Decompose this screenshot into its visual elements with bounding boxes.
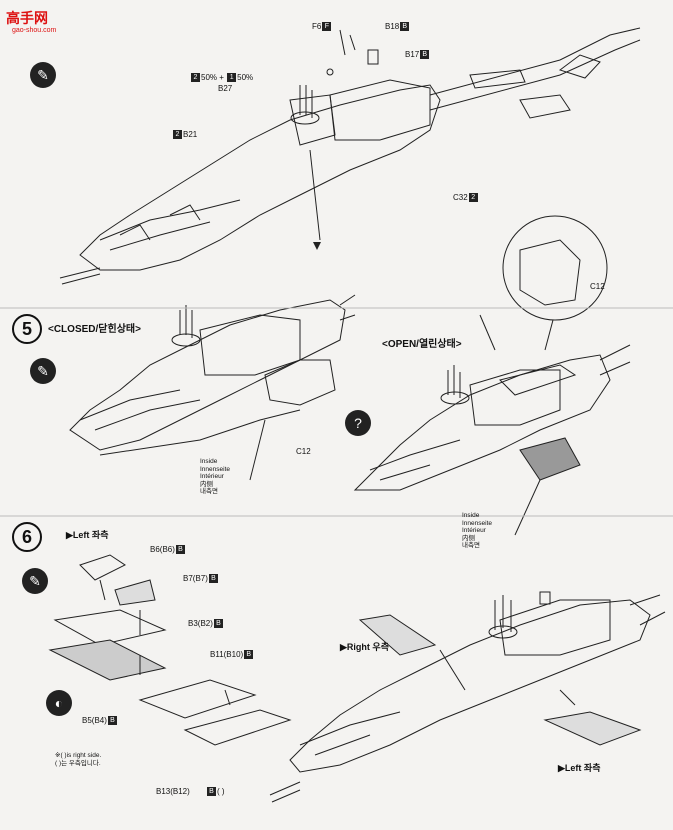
inside-line: Innenseite (200, 465, 230, 473)
b21-text: B21 (183, 130, 198, 139)
inside-line: Inside (200, 458, 218, 465)
f6-text: F6 (312, 22, 322, 31)
label-b7: B7(B7)B (183, 574, 219, 584)
label-c12-detail: C12 (590, 282, 605, 291)
tree-marker-icon: B (244, 650, 254, 660)
left-label-top: ▶Left 좌측 (66, 530, 109, 540)
paint-number-icon: 2 (191, 73, 200, 83)
label-b5: B5(B4)B (82, 716, 118, 726)
helicopter-step6 (269, 591, 666, 803)
b18-text: B18 (385, 22, 400, 31)
b5-text: B5(B4) (82, 716, 107, 725)
watermark-site: gao-shou.com (12, 27, 57, 34)
label-b13: B13(B12) (156, 787, 190, 796)
triangle-marker-icon (313, 241, 321, 250)
pct2-text: 50% (237, 73, 254, 82)
inside-line: 内侧 (462, 534, 475, 542)
step-number-5: 5 (12, 314, 42, 344)
left-label-bottom: ▶Left 좌측 (558, 763, 601, 773)
label-b6: B6(B6)B (150, 545, 186, 555)
question-icon: ? (345, 410, 371, 436)
flip-icon: ◐ (46, 690, 72, 716)
paint-icon: ✎ (22, 568, 48, 594)
inside-text-closed: Inside Innenseite Intérieur 内侧 내측면 (200, 458, 230, 496)
b7-text: B7(B7) (183, 574, 208, 583)
label-paren: B( ) (206, 787, 225, 797)
inside-text-open: Inside Innenseite Intérieur 内侧 내측면 (462, 512, 492, 550)
open-heading: <OPEN/열린상태> (382, 339, 462, 350)
inside-line: Intérieur (462, 527, 486, 534)
right-label: ▶Right 우측 (340, 642, 389, 652)
tree-marker-icon: F (322, 22, 332, 32)
label-ref5 (312, 241, 322, 251)
helicopter-step5-open (353, 215, 631, 536)
paint-number-icon: 2 (173, 130, 182, 140)
tree-marker-icon: B (207, 787, 216, 797)
inside-line: Innenseite (462, 519, 492, 527)
stores-parts-step6 (48, 554, 642, 746)
inside-line: 내측면 (200, 488, 218, 495)
tree-marker-icon: B (208, 574, 218, 584)
side-note: ※( )is right side. ( )는 우측입니다. (55, 752, 101, 767)
note-line: ( )는 우측입니다. (55, 759, 101, 767)
label-b27: B27 (218, 84, 233, 93)
inside-line: Intérieur (200, 473, 224, 480)
b6-text: B6(B6) (150, 545, 175, 554)
label-b3: B3(B2)B (188, 619, 224, 629)
c32-text: C32 (453, 193, 468, 202)
tree-marker-icon: B (107, 716, 117, 726)
helicopter-step4 (59, 27, 641, 285)
closed-heading: <CLOSED/닫힌상태> (48, 324, 141, 335)
tree-marker-icon: B (213, 619, 223, 629)
inside-line: 内侧 (200, 480, 213, 488)
inside-line: Inside (462, 512, 480, 519)
paint-icon: ✎ (30, 62, 56, 88)
pct-text: 50% + (201, 73, 227, 82)
tree-marker-icon: B (175, 545, 185, 555)
label-b11: B11(B10)B (210, 650, 254, 660)
b3-text: B3(B2) (188, 619, 213, 628)
watermark-logo: 高手网 (6, 10, 48, 26)
step-number-6: 6 (12, 522, 42, 552)
paint-icon: ✎ (30, 358, 56, 384)
label-c12-closed: C12 (296, 447, 311, 456)
inside-line: 내측면 (462, 542, 480, 549)
helicopter-step5-closed (69, 294, 356, 481)
paint-number-icon: 1 (227, 73, 237, 83)
b17-text: B17 (405, 50, 420, 59)
tree-marker-icon: B (420, 50, 430, 60)
paint-number-icon: 2 (468, 193, 478, 203)
tree-marker-icon: B (400, 22, 410, 32)
b11-text: B11(B10) (210, 650, 244, 659)
paren-text: ( ) (217, 787, 225, 796)
note-line: ※( )is right side. (55, 752, 102, 759)
